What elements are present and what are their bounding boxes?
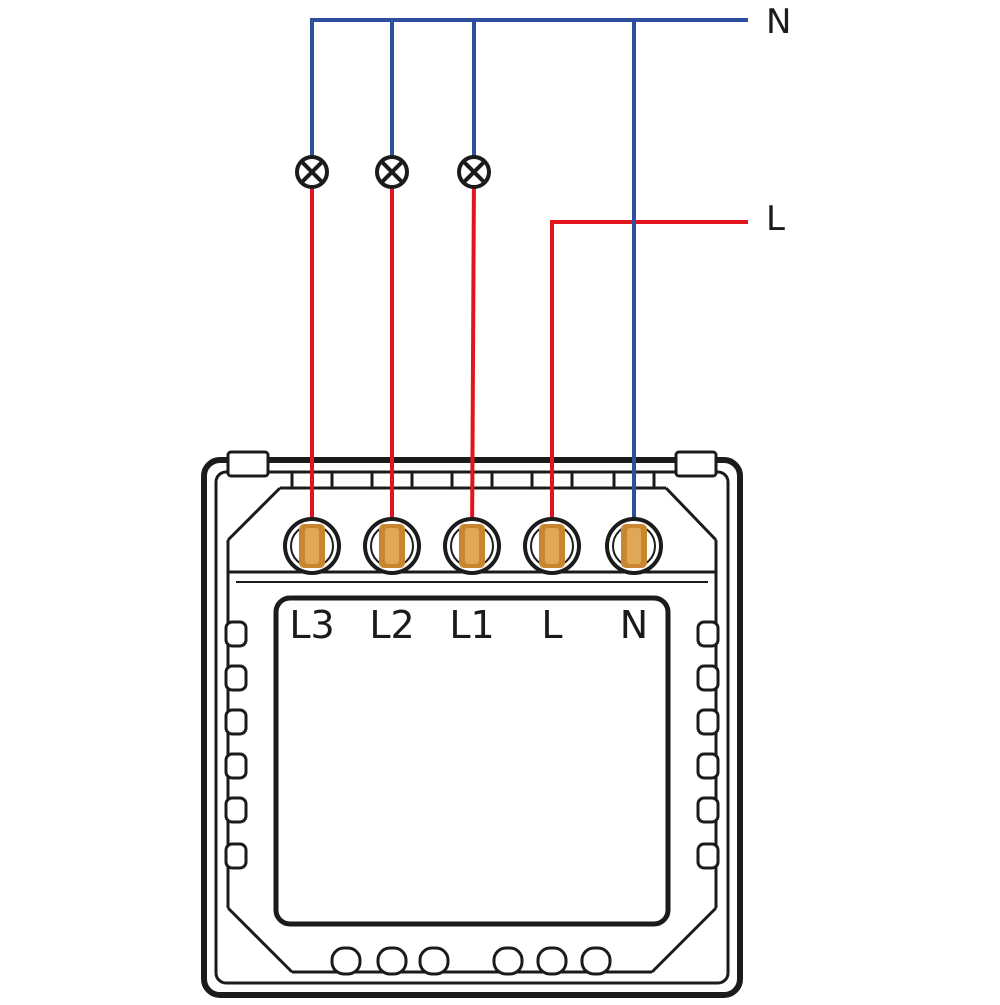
side-notch-right <box>696 620 720 648</box>
bottom-tab <box>492 946 524 976</box>
lamp-icon <box>295 155 329 189</box>
terminal-screw-l <box>523 517 581 575</box>
terminal-label-l: L <box>541 603 562 647</box>
switched-live-wire <box>470 171 476 547</box>
terminal-label-l3: L3 <box>289 603 334 647</box>
terminal-screw-l2 <box>363 517 421 575</box>
side-notch-left <box>224 796 248 824</box>
side-notch-right <box>696 664 720 692</box>
brace-bottom-right <box>650 906 718 974</box>
bottom-tab <box>330 946 362 976</box>
terminal-label-l1: L1 <box>449 603 494 647</box>
brace-top-left <box>226 486 282 542</box>
side-notch-right <box>696 842 720 870</box>
terminal-screw-l3 <box>283 517 341 575</box>
bottom-tab <box>418 946 450 976</box>
latch-top-right <box>674 450 718 478</box>
brace-bottom-left <box>226 906 294 974</box>
lamp-icon <box>457 155 491 189</box>
side-notch-left <box>224 842 248 870</box>
terminal-label-l2: L2 <box>369 603 414 647</box>
bottom-tab <box>580 946 612 976</box>
terminal-label-n: N <box>620 603 648 647</box>
neutral-bus-wire <box>310 18 748 172</box>
module-front-window <box>273 595 671 927</box>
side-notch-right <box>696 708 720 736</box>
side-notch-left <box>224 620 248 648</box>
lamp-icon <box>375 155 409 189</box>
brace-top-right <box>664 486 718 542</box>
side-notch-left <box>224 752 248 780</box>
bottom-tab <box>376 946 408 976</box>
side-notch-right <box>696 752 720 780</box>
terminal-screw-n <box>605 517 663 575</box>
neutral-supply-label: N <box>766 2 791 42</box>
latch-top-left <box>226 450 270 478</box>
side-notch-left <box>224 708 248 736</box>
terminal-screw-l1 <box>443 517 501 575</box>
side-notch-left <box>224 664 248 692</box>
side-notch-right <box>696 796 720 824</box>
bottom-tab <box>536 946 568 976</box>
live-feed-wire <box>550 220 748 546</box>
live-supply-label: L <box>766 199 785 239</box>
